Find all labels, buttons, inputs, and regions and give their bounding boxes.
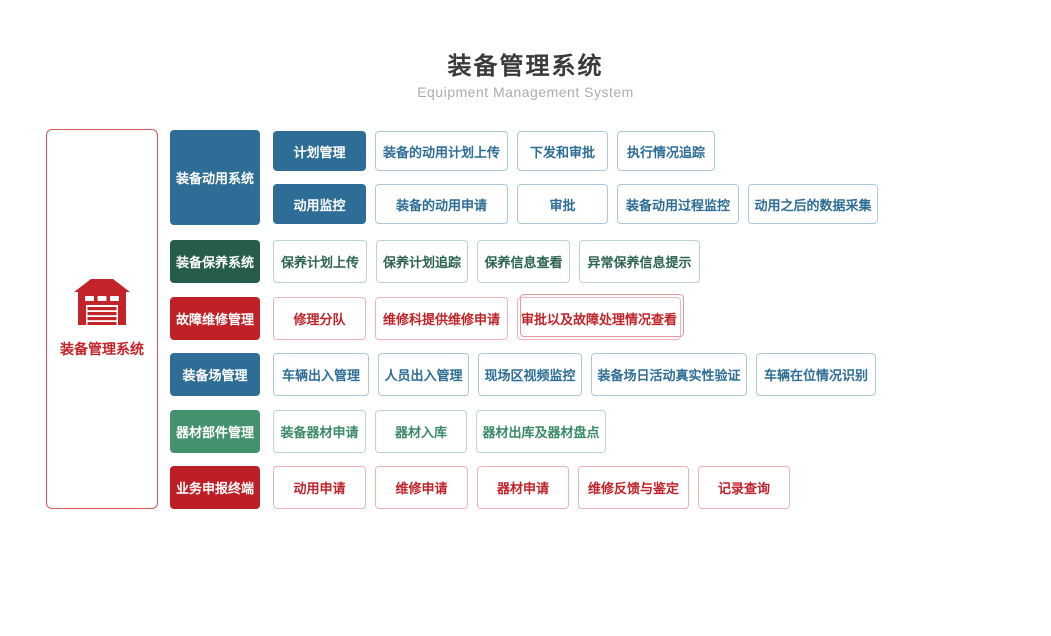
row-plan-management: 计划管理 装备的动用计划上传 下发和审批 执行情况追踪 (273, 131, 715, 171)
row-business-declaration: 动用申请 维修申请 器材申请 维修反馈与鉴定 记录查询 (273, 466, 790, 509)
category-parts-management: 器材部件管理 (170, 410, 260, 453)
module-mobilization-monitoring: 动用监控 (273, 184, 366, 224)
category-equipment-mobilization-system: 装备动用系统 (170, 130, 260, 225)
feature-node: 维修反馈与鉴定 (578, 466, 689, 509)
feature-node: 维修科提供维修申请 (375, 297, 508, 340)
feature-node: 异常保养信息提示 (579, 240, 700, 283)
feature-node: 装备场日活动真实性验证 (591, 353, 747, 396)
feature-node: 动用之后的数据采集 (748, 184, 878, 224)
category-business-declaration-terminal: 业务申报终端 (170, 466, 260, 509)
feature-node: 装备的动用申请 (375, 184, 508, 224)
feature-node: 人员出入管理 (378, 353, 469, 396)
feature-node: 车辆出入管理 (273, 353, 369, 396)
category-fault-repair-management: 故障维修管理 (170, 297, 260, 340)
feature-node: 装备器材申请 (273, 410, 366, 453)
feature-node: 器材出库及器材盘点 (476, 410, 606, 453)
page-title: 装备管理系统 (447, 53, 604, 80)
feature-node: 装备动用过程监控 (617, 184, 739, 224)
feature-node: 审批以及故障处理情况查看 (517, 294, 684, 340)
feature-node: 记录查询 (698, 466, 790, 509)
feature-node: 下发和审批 (517, 131, 608, 171)
feature-node: 保养计划追踪 (376, 240, 468, 283)
feature-node: 维修申请 (375, 466, 468, 509)
feature-node: 车辆在位情况识别 (756, 353, 876, 396)
root-system-node: 装备管理系统 (46, 129, 158, 509)
row-maintenance: 保养计划上传 保养计划追踪 保养信息查看 异常保养信息提示 (273, 240, 700, 283)
root-system-label: 装备管理系统 (60, 341, 144, 357)
feature-node: 动用申请 (273, 466, 366, 509)
feature-node: 现场区视频监控 (478, 353, 582, 396)
feature-node: 审批 (517, 184, 608, 224)
feature-node: 器材申请 (477, 466, 569, 509)
row-equipment-yard: 车辆出入管理 人员出入管理 现场区视频监控 装备场日活动真实性验证 车辆在位情况… (273, 353, 876, 396)
category-equipment-maintenance-system: 装备保养系统 (170, 240, 260, 283)
category-equipment-yard-management: 装备场管理 (170, 353, 260, 396)
feature-node: 器材入库 (375, 410, 467, 453)
row-parts-management: 装备器材申请 器材入库 器材出库及器材盘点 (273, 410, 606, 453)
feature-node: 修理分队 (273, 297, 366, 340)
garage-icon (74, 279, 130, 325)
feature-node: 保养计划上传 (273, 240, 367, 283)
feature-node: 执行情况追踪 (617, 131, 715, 171)
feature-node: 装备的动用计划上传 (375, 131, 508, 171)
page-subtitle: Equipment Management System (417, 84, 634, 100)
row-fault-repair: 修理分队 维修科提供维修申请 审批以及故障处理情况查看 (273, 294, 684, 340)
module-plan-management: 计划管理 (273, 131, 366, 171)
row-mobilization-monitoring: 动用监控 装备的动用申请 审批 装备动用过程监控 动用之后的数据采集 (273, 184, 878, 224)
feature-node: 保养信息查看 (477, 240, 570, 283)
